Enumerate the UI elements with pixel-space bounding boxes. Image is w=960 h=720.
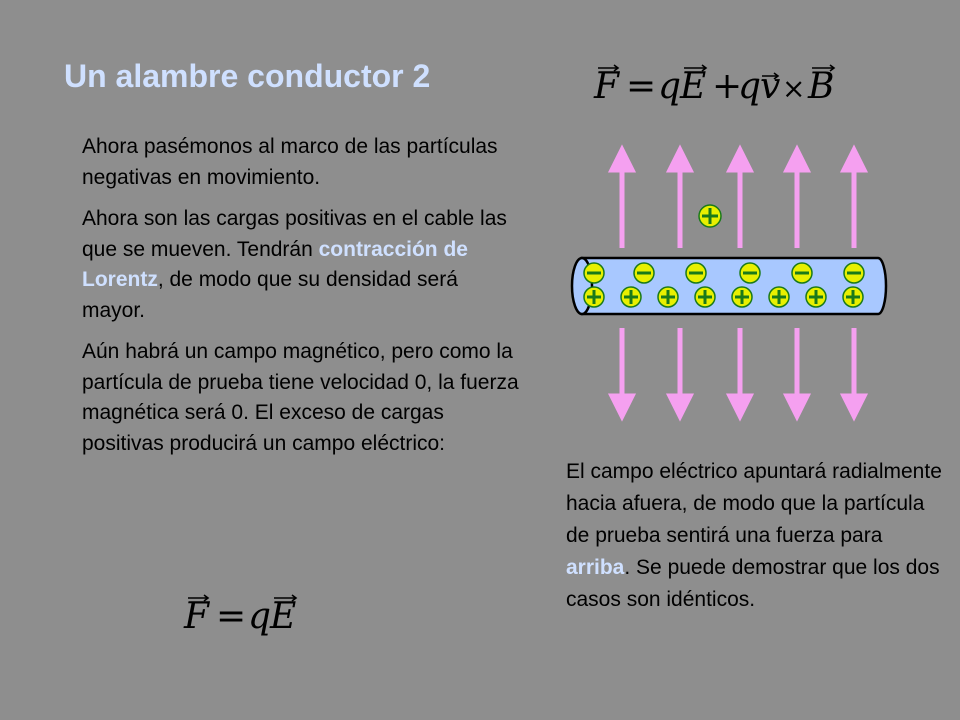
eq2-F: F <box>183 596 211 637</box>
positive-charge <box>731 286 753 308</box>
vector-arrows <box>598 64 836 80</box>
positive-charge <box>768 286 790 308</box>
slide-title: Un alambre conductor 2 <box>64 58 431 94</box>
eq-plus: + <box>712 66 742 107</box>
eq-q1: q <box>658 66 681 107</box>
positive-charge <box>694 286 716 308</box>
vector-arrows <box>188 594 298 602</box>
negative-charge <box>791 262 813 284</box>
eq-equals: = <box>626 66 656 107</box>
paragraph-2-end: , de modo que su densidad será mayor. <box>82 268 458 322</box>
positive-charge <box>657 286 679 308</box>
wire <box>570 256 888 316</box>
eq-times: × <box>782 72 805 105</box>
conclusion-start: El campo eléctrico apuntará radialmente … <box>566 460 942 547</box>
positive-charge <box>620 286 642 308</box>
eq2-E: E <box>269 596 296 637</box>
negative-charge <box>685 262 707 284</box>
paragraph-2-start: Ahora son las cargas positivas en el cab… <box>82 207 507 261</box>
up-direction-highlight: arriba <box>566 556 625 579</box>
negative-charge <box>633 262 655 284</box>
lorentz-force-equation: F = q E + q v × B <box>588 58 848 115</box>
negative-charge <box>583 262 605 284</box>
negative-charge <box>739 262 761 284</box>
field-arrows-down <box>607 328 869 422</box>
eq-E: E <box>679 66 706 107</box>
conclusion-end: . Se puede demostrar que los dos casos s… <box>566 556 940 611</box>
paragraph-1: Ahora pasémonos al marco de las partícul… <box>82 135 498 189</box>
test-particle <box>698 204 722 228</box>
eq2-q: q <box>248 596 271 637</box>
eq-v: v <box>760 66 780 107</box>
paragraph-3: Aún habrá un campo magnético, pero como … <box>82 340 519 455</box>
positive-charges <box>583 286 864 308</box>
eq-B: B <box>807 66 834 107</box>
conclusion-text: El campo eléctrico apuntará radialmente … <box>566 456 946 616</box>
wire-diagram <box>560 140 900 435</box>
eq-F: F <box>593 66 621 107</box>
negative-charges <box>583 262 865 284</box>
eq2-equals: = <box>216 596 246 637</box>
positive-charge <box>805 286 827 308</box>
eq-q2: q <box>738 66 761 107</box>
positive-charge <box>842 286 864 308</box>
lorentz-contraction-highlight: contracción de Lorentz <box>82 237 468 292</box>
negative-charge <box>843 262 865 284</box>
electric-force-equation: F = q E <box>178 588 308 645</box>
field-arrows-up <box>607 144 869 248</box>
paragraph-2: Ahora son las cargas positivas en el cab… <box>82 204 522 326</box>
main-text: Ahora pasémonos al marco de las partícul… <box>82 132 522 470</box>
positive-charge <box>583 286 605 308</box>
